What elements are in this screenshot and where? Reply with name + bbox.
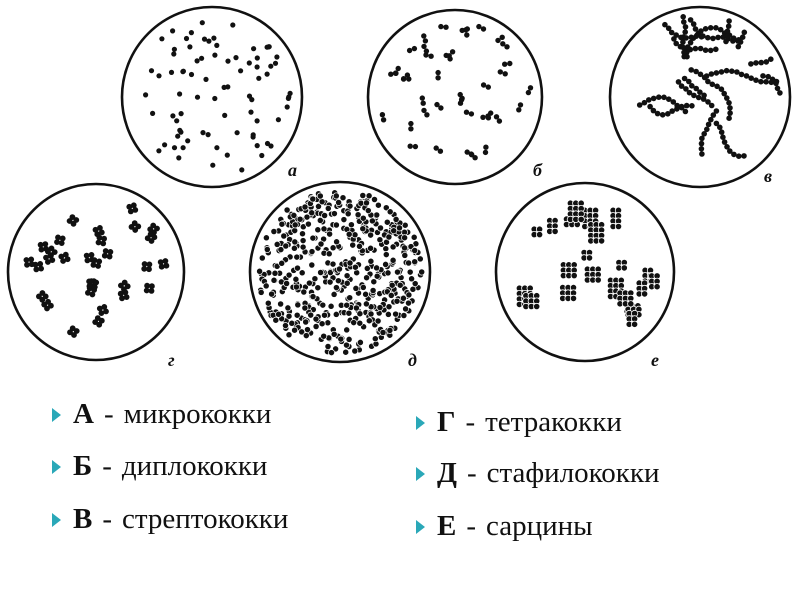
legend-letter: Д (437, 457, 457, 489)
circle-staphylococci (248, 180, 432, 364)
legend-dash: - (466, 510, 477, 542)
bullet-icon (52, 407, 61, 422)
legend-letter: Г (437, 406, 456, 438)
bullet-icon (52, 459, 61, 474)
legend-text: диплококки (121, 450, 268, 482)
bullet-icon (52, 512, 61, 527)
circle-tetracocci (6, 182, 186, 362)
bullet-icon (416, 519, 425, 534)
legend-text: стрептококки (122, 503, 289, 535)
legend-text: сарцины (486, 510, 593, 542)
label-a: а (288, 160, 297, 180)
label-d: д (408, 350, 417, 370)
legend-dash: - (102, 503, 113, 535)
legend-item-g: Г - тетракокки (416, 406, 622, 439)
legend-dash: - (466, 457, 477, 489)
legend-item-b: Б - диплококки (52, 450, 267, 483)
circle-diplococci (366, 8, 544, 186)
circle-sarcina (494, 181, 676, 363)
legend-text: тетракокки (485, 406, 622, 438)
legend-text: микрококки (123, 398, 272, 430)
legend-letter: А (73, 398, 94, 430)
legend-dash: - (103, 398, 114, 430)
bullet-icon (416, 466, 425, 481)
label-e: е (651, 350, 659, 370)
bullet-icon (416, 415, 425, 430)
legend-item-v: В - стрептококки (52, 503, 288, 536)
legend-text: стафилококки (486, 457, 660, 489)
label-b: б (533, 160, 543, 180)
legend-letter: Б (73, 450, 93, 482)
legend-letter: Е (437, 510, 457, 542)
label-v: в (764, 166, 772, 186)
circle-streptococci (608, 5, 792, 189)
legend-letter: В (73, 503, 93, 535)
legend-item-e: Е - сарцины (416, 510, 593, 543)
legend-dash: - (102, 450, 112, 482)
legend-item-a: А - микрококки (52, 398, 271, 431)
label-g: г (168, 350, 175, 370)
legend-dash: - (465, 406, 476, 438)
bacteria-diagram: а б в г д е (6, 5, 792, 370)
legend-item-d: Д - стафилококки (416, 457, 660, 490)
circle-micrococci (120, 5, 304, 189)
